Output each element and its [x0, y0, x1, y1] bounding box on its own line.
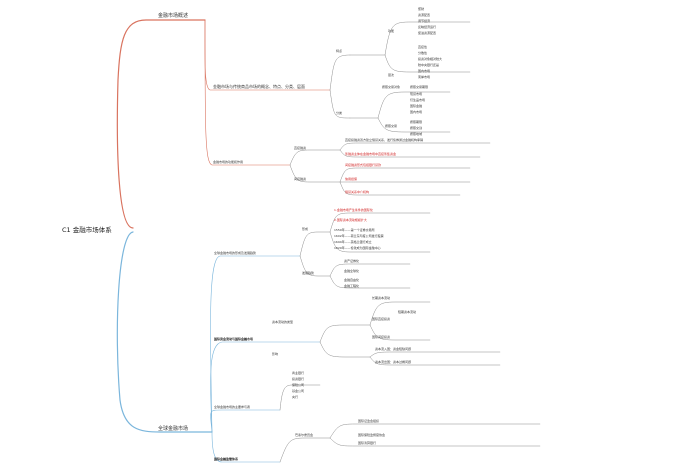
participant-3: 保险公司	[292, 383, 305, 387]
concept-node[interactable]: 金融市场与传统商品市场的概念、特点、分类、层面	[213, 84, 305, 89]
trend-item-4: 金融工程化	[344, 284, 360, 288]
capital-item-4: 国际间接投资	[372, 335, 391, 339]
overview-node[interactable]: 金融市场概述	[158, 13, 189, 19]
features-node[interactable]: 特点	[336, 49, 343, 53]
global-node[interactable]: 全球金融市场	[158, 426, 189, 432]
function-group-node[interactable]: 金融市场的功能和作用	[213, 160, 244, 164]
class-item-6: 国内市场	[410, 110, 423, 114]
formation-item-4: 1602年——荷兰东印度公司发行股票	[334, 234, 384, 238]
function-item-1: 聚财	[418, 7, 425, 11]
institutions-node[interactable]: 国际金融监管体系	[214, 457, 239, 461]
formation-item-6: 1820年——伦敦成为国际金融中心	[334, 246, 381, 250]
function-item-4: 反映经济运行	[418, 25, 437, 29]
function-node[interactable]: 功能	[388, 29, 395, 33]
capital-item-2: 短期资本流动	[398, 310, 417, 314]
participants-node[interactable]: 全球金融市场的主要参与者	[214, 405, 251, 409]
institution-2: 国际证监会组织	[358, 419, 380, 423]
participant-1: 商业银行	[292, 371, 305, 375]
participant-4: 基金公司	[292, 389, 305, 393]
participant-2: 投资银行	[292, 377, 305, 381]
indirect-item-1: 间接融资形式包括银行贷款	[345, 163, 382, 167]
capital-item-1: 长期资本流动	[372, 296, 391, 300]
classification-node[interactable]: 分类	[336, 111, 343, 115]
trend-item-1: 资产证券化	[344, 259, 360, 263]
formation-item-3: 1550年——第一个证券交易所	[334, 228, 375, 232]
root-node[interactable]: C1 金融市场体系	[62, 226, 112, 234]
institution-3: 国际保险监督官协会	[358, 433, 386, 437]
feature-item-2: 分散性	[418, 51, 428, 55]
class-sub-3: 按照交割	[410, 126, 423, 130]
level-item-1: 国内市场	[418, 69, 431, 73]
formation-item-2: 2.国际资本流动规模扩大	[334, 218, 367, 222]
capital-item-3: 国际直接投资	[372, 317, 391, 321]
class-sub-1: 按照交易	[385, 124, 398, 128]
feature-item-3: 投资对象相对较大	[418, 57, 443, 61]
function-item-5: 促进资源配置	[418, 31, 437, 35]
function-item-2: 资源配置	[418, 13, 431, 17]
trends-node[interactable]: 发展趋势	[302, 271, 315, 275]
formation-node[interactable]: 形成	[302, 227, 309, 231]
class-item-2: 按照交易期限	[410, 85, 429, 89]
impact-item-2: 资本流出国：资本过剩问题	[375, 360, 412, 364]
indirect-node[interactable]: 间接融资	[294, 177, 307, 181]
class-item-4: 衍生品市场	[410, 98, 426, 102]
trend-item-2: 金融全球化	[344, 269, 360, 273]
direct-item-2: 筹融资主体在金融市场中直接筹集资金	[345, 152, 397, 156]
feature-item-4: 较中央银行还是	[418, 63, 440, 67]
function-item-3: 调节经济	[418, 19, 431, 23]
capital-flow-node[interactable]: 资本流动的类型	[272, 320, 294, 324]
indirect-item-3: 借贷关系中介机构	[345, 190, 370, 194]
class-item-3: 现货市场	[410, 92, 423, 96]
structure-node[interactable]: 全球金融市场的形成及发展趋势	[214, 251, 257, 255]
level-node[interactable]: 层次	[388, 73, 395, 77]
direct-node[interactable]: 直接融资	[294, 146, 307, 150]
formation-item-5: 1694年——英格兰银行成立	[334, 240, 372, 244]
class-sub-4: 按照地域	[410, 132, 423, 136]
institution-1: 巴塞尔委员会	[295, 433, 314, 437]
international-node[interactable]: 国际资金流动与国际金融市场	[214, 337, 254, 341]
direct-item-1: 直接投融资双方建立借贷关系，发行债券通过金融机构承销	[345, 138, 424, 142]
institution-4: 国际清算银行	[358, 441, 377, 445]
class-sub-2: 按照期限	[410, 120, 423, 124]
indirect-item-2: 信用担保	[345, 177, 358, 181]
level-item-2: 离岸市场	[418, 75, 431, 79]
feature-item-1: 直接性	[418, 45, 428, 49]
participant-5: 央行	[292, 395, 299, 399]
class-item-5: 国际金融	[410, 104, 423, 108]
class-item-1: 按照交易对象	[382, 85, 401, 89]
trend-item-3: 金融自由化	[344, 278, 360, 282]
impact-node[interactable]: 影响	[272, 352, 279, 356]
formation-item-1: 1.金融市场产生条件的国际化	[334, 208, 373, 212]
impact-item-1: 资本流入国：资金短缺问题	[375, 347, 412, 351]
